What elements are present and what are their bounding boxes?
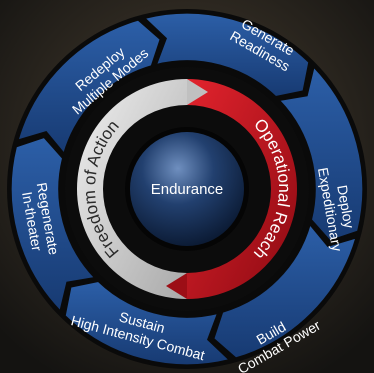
- cycle-step-segment: [16, 19, 162, 156]
- arc-operational-reach: [187, 79, 297, 299]
- cycle-step-label-line1: Deploy: [334, 184, 357, 230]
- cycle-step-segment: [64, 280, 231, 366]
- center-label: Endurance: [151, 181, 224, 198]
- cycle-step-segment: [212, 222, 358, 359]
- center-orb: [130, 132, 244, 246]
- cycle-step-segment: [143, 12, 310, 98]
- cycle-step-segments: [10, 12, 364, 366]
- arc-gray-arrowhead: [187, 79, 208, 105]
- cycle-step-segment: [277, 65, 364, 242]
- cycle-step-segment: [10, 136, 97, 313]
- arc-freedom-of-action: [77, 79, 187, 299]
- arc-red-arrowhead: [166, 273, 187, 299]
